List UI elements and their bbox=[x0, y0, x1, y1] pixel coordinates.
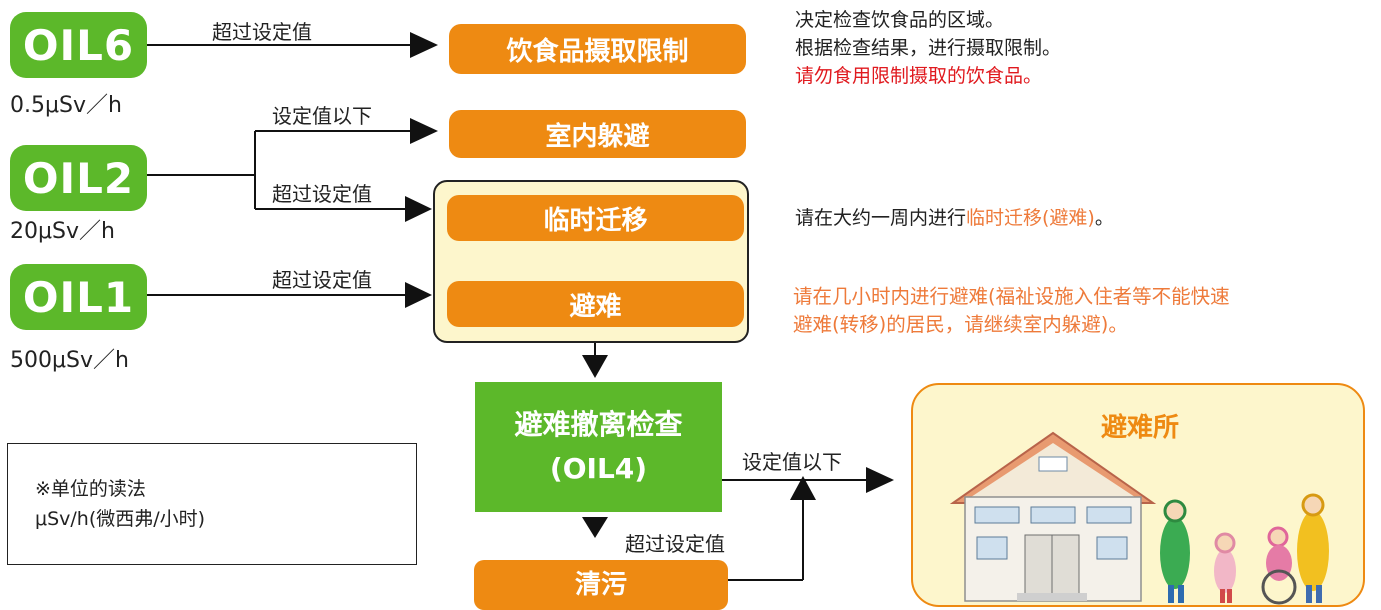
shelter-illustration bbox=[949, 431, 1329, 605]
check-subtitle: (OIL4) bbox=[549, 452, 648, 485]
oil2-label: OIL2 bbox=[22, 153, 135, 203]
oil6-badge: OIL6 bbox=[10, 12, 147, 78]
label-exceed-oil2: 超过设定值 bbox=[272, 182, 372, 206]
check-title: 避难撤离检查 bbox=[514, 408, 683, 441]
oil2-badge: OIL2 bbox=[10, 145, 147, 211]
oil1-value: 500μSv／h bbox=[10, 348, 129, 373]
relocation-box: 临时迁移 bbox=[447, 195, 744, 241]
unit-note-line1: ※单位的读法 bbox=[35, 478, 146, 500]
food-note-line2: 根据检查结果，进行摄取限制。 bbox=[795, 37, 1062, 59]
indoor-shelter-box: 室内躲避 bbox=[449, 110, 746, 158]
evacuation-note: 请在几小时内进行避难(福祉设施入住者等不能快速 避难(转移)的居民，请继续室内躲… bbox=[793, 283, 1230, 339]
label-exceed-oil1: 超过设定值 bbox=[272, 268, 372, 292]
evacuation-note-line1: 请在几小时内进行避难(福祉设施入住者等不能快速 bbox=[793, 285, 1230, 308]
oil1-label: OIL1 bbox=[22, 272, 135, 322]
relocation-label: 临时迁移 bbox=[543, 205, 648, 236]
shelter-panel: 避难所 bbox=[911, 383, 1365, 607]
label-exceed-oil6: 超过设定值 bbox=[212, 20, 312, 44]
label-below-oil2: 设定值以下 bbox=[272, 104, 372, 128]
decontamination-box: 清污 bbox=[474, 560, 728, 610]
unit-note: ※单位的读法 μSv/h(微西弗/小时) bbox=[35, 474, 205, 534]
food-restriction-box: 饮食品摄取限制 bbox=[449, 24, 746, 74]
oil2-value: 20μSv／h bbox=[10, 219, 115, 244]
evacuation-label: 避难 bbox=[569, 291, 622, 322]
relocation-note-suffix: 。 bbox=[1094, 207, 1114, 229]
decontamination-label: 清污 bbox=[574, 570, 627, 600]
label-exceed-check: 超过设定值 bbox=[625, 532, 725, 556]
evacuation-box: 避难 bbox=[447, 281, 744, 327]
relocation-note-prefix: 请在大约一周内进行 bbox=[795, 207, 967, 229]
unit-note-box bbox=[7, 443, 417, 565]
food-restriction-label: 饮食品摄取限制 bbox=[506, 36, 689, 67]
food-note-warning: 请勿食用限制摄取的饮食品。 bbox=[795, 65, 1043, 87]
label-below-check: 设定值以下 bbox=[742, 450, 842, 474]
relocation-note: 请在大约一周内进行临时迁移(避难)。 bbox=[795, 204, 1114, 232]
oil1-badge: OIL1 bbox=[10, 264, 147, 330]
food-note-line1: 决定检查饮食品的区域。 bbox=[795, 9, 1005, 31]
relocation-note-highlight: 临时迁移(避难) bbox=[966, 207, 1095, 229]
evacuation-check-box: 避难撤离检查 (OIL4) bbox=[475, 382, 722, 512]
oil6-value: 0.5μSv／h bbox=[10, 93, 122, 118]
shelter-title: 避难所 bbox=[1100, 413, 1179, 443]
unit-note-line2: μSv/h(微西弗/小时) bbox=[35, 508, 206, 530]
food-note: 决定检查饮食品的区域。 根据检查结果，进行摄取限制。 请勿食用限制摄取的饮食品。 bbox=[795, 6, 1061, 90]
oil6-label: OIL6 bbox=[22, 20, 135, 70]
evacuation-note-line2: 避难(转移)的居民，请继续室内躲避)。 bbox=[793, 313, 1128, 336]
indoor-shelter-label: 室内躲避 bbox=[545, 121, 650, 152]
